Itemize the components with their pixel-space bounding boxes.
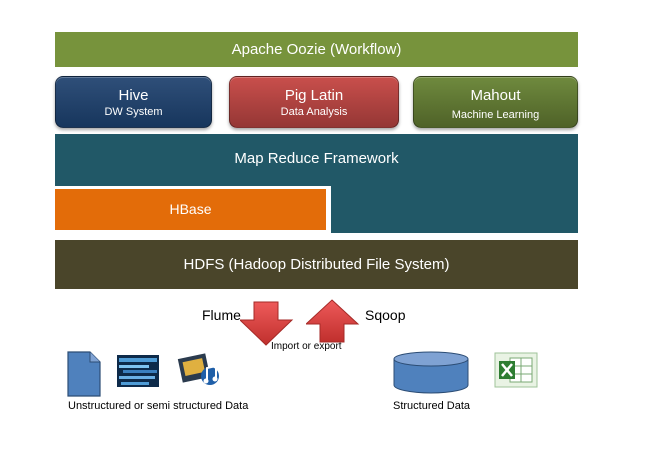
hdfs-layer: HDFS (Hadoop Distributed File System)	[55, 240, 578, 289]
binary-data-icon	[117, 355, 159, 387]
mapreduce-label: Map Reduce Framework	[234, 150, 399, 167]
hive-box: Hive DW System	[55, 76, 212, 128]
pig-latin-subtitle: Data Analysis	[280, 106, 348, 118]
mahout-name: Mahout	[470, 87, 521, 104]
oozie-layer: Apache Oozie (Workflow)	[55, 32, 578, 67]
hbase-layer: HBase	[55, 189, 326, 230]
media-icon	[177, 353, 219, 385]
export-arrow-up	[306, 299, 360, 343]
flume-label: Flume	[202, 307, 241, 323]
import-arrow-down	[240, 301, 294, 346]
hive-name: Hive	[118, 87, 149, 104]
mahout-box: Mahout Machine Learning	[413, 76, 578, 128]
pig-latin-name: Pig Latin	[284, 87, 344, 104]
hive-subtitle: DW System	[104, 106, 163, 118]
unstructured-data-label: Unstructured or semi structured Data	[68, 400, 249, 412]
pig-latin-box: Pig Latin Data Analysis	[229, 76, 399, 128]
mahout-subtitle: Machine Learning	[451, 109, 540, 121]
structured-data-label: Structured Data	[393, 400, 471, 412]
sqoop-label: Sqoop	[365, 307, 406, 323]
database-icon	[393, 351, 469, 394]
document-icon	[67, 351, 101, 397]
excel-icon	[494, 352, 538, 388]
import-export-label: Import or export	[271, 341, 342, 352]
